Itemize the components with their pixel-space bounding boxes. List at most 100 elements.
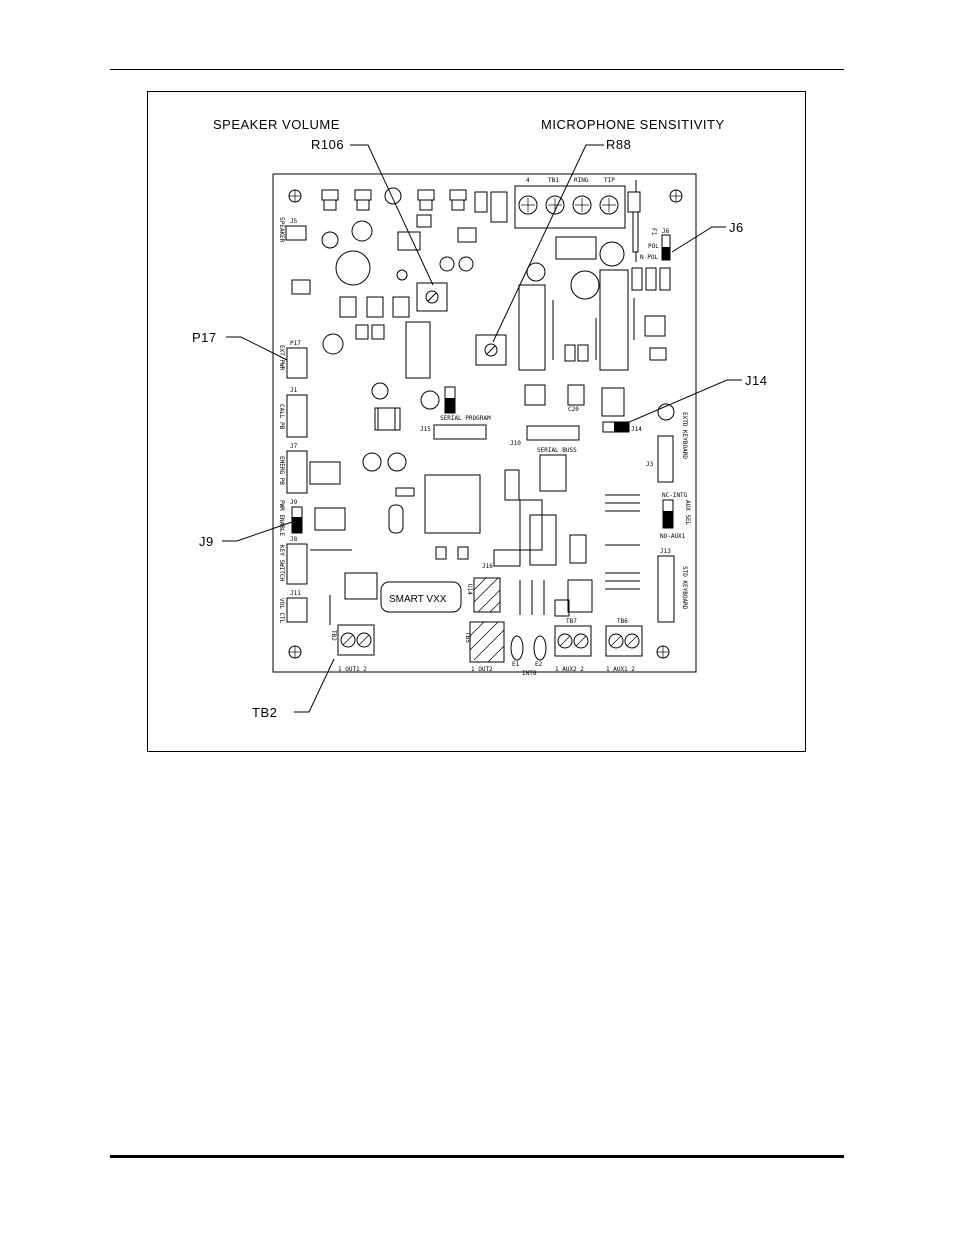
ic-near-j14 — [601, 387, 625, 417]
ext-pwr-label: EXT PWR — [278, 345, 285, 371]
f1-label: F1 — [650, 228, 657, 236]
smart-vxx-logo-box — [380, 581, 462, 613]
j8-label: J8 — [290, 536, 298, 543]
serial-buss-label: SERIAL BUSS — [537, 447, 577, 454]
tb1-pin-4-label: 4 — [526, 177, 530, 184]
aux1-label: 1 AUX1 2 — [606, 666, 635, 673]
connector-p17 — [286, 347, 308, 379]
aux-sel-label: AUX SEL — [684, 500, 691, 526]
header-rule — [110, 69, 844, 70]
hatched-tb5 — [469, 621, 505, 663]
connector-j11 — [286, 597, 308, 623]
e2-label: E2 — [535, 661, 543, 668]
no-aux1-label: NO-AUX1 — [660, 533, 686, 540]
p17-callout: P17 — [192, 330, 217, 345]
e1-label: E1 — [512, 661, 520, 668]
r106-callout: R106 — [311, 137, 344, 152]
vol-ctl-label: VOL CTL — [278, 598, 285, 624]
connector-j13 — [657, 555, 675, 623]
jumper-aux-sel — [662, 499, 674, 529]
top-regulators — [321, 187, 467, 211]
footer-rule — [110, 1155, 844, 1158]
integrated-circuits — [309, 407, 640, 625]
potentiometer-r106 — [416, 282, 448, 312]
std-keyboard-label: STD KEYBOARD — [681, 566, 688, 610]
j10-label: J10 — [510, 440, 521, 447]
tb6-label: TB6 — [617, 618, 628, 625]
aux2-label: 1 AUX2 2 — [555, 666, 584, 673]
u14-label: U14 — [466, 584, 473, 595]
j11-label: J11 — [290, 590, 301, 597]
connector-j10 — [526, 425, 580, 441]
c20-label: C20 — [568, 406, 579, 413]
tip-label: TIP — [604, 177, 615, 184]
jumper-j9 — [291, 506, 303, 534]
connector-j1 — [286, 394, 308, 438]
j14-callout: J14 — [745, 373, 767, 388]
key-switch-label: KEY SWITCH — [278, 545, 285, 582]
hatched-u14 — [473, 577, 501, 613]
j16-label: J16 — [482, 563, 493, 570]
j6-callout: J6 — [729, 220, 744, 235]
j13-label: J13 — [660, 548, 671, 555]
serial-program-jumper — [444, 386, 456, 414]
fuse-f1 — [627, 180, 641, 262]
j14-board-label: J14 — [631, 426, 642, 433]
j9-board-label: J9 — [290, 499, 298, 506]
j5-label: J5 — [290, 218, 298, 225]
connector-j16 — [493, 549, 521, 567]
terminal-block-tb6 — [605, 625, 643, 657]
j3-label: J3 — [646, 461, 654, 468]
figure-frame — [147, 91, 806, 752]
emerg-pb-label: EMERG PB — [278, 456, 285, 485]
pwr-enable-label: PWR ENABLE — [278, 500, 285, 537]
j9-callout: J9 — [199, 534, 214, 549]
j1-label: J1 — [290, 387, 298, 394]
jumpers-e1-e2 — [510, 635, 547, 661]
nc-intg-label: NC-INTG — [662, 492, 688, 499]
ic-near-c20 — [524, 384, 546, 406]
intg-label: INTG — [522, 670, 537, 677]
p17-board-label: P17 — [290, 340, 301, 347]
jumper-j6 — [661, 234, 671, 261]
j6-pol-label: POL — [648, 243, 659, 250]
connector-j7 — [286, 450, 308, 494]
j6-board-label: J6 — [662, 228, 670, 235]
mounting-holes — [288, 189, 683, 659]
ring-label: RING — [574, 177, 589, 184]
tb5-label: TB5 — [464, 632, 471, 643]
call-pb-label: CALL PB — [278, 404, 285, 430]
jumper-j14 — [602, 421, 630, 433]
connector-j5 — [285, 225, 307, 241]
tb1-label: TB1 — [548, 177, 559, 184]
line-interface-components — [518, 236, 671, 371]
extd-keyboard-label: EXTD KEYBOARD — [681, 412, 688, 459]
callout-leaders — [222, 144, 742, 713]
microphone-sensitivity-callout: MICROPHONE SENSITIVITY — [541, 117, 725, 132]
out2-label: 1 OUT2 — [471, 666, 493, 673]
component-near-j3 — [657, 403, 675, 421]
tb2-callout: TB2 — [252, 705, 277, 720]
tb7-label: TB7 — [566, 618, 577, 625]
r88-callout: R88 — [606, 137, 631, 152]
terminal-block-tb2 — [337, 624, 375, 656]
board-outline — [272, 173, 697, 673]
terminal-block-tb7 — [554, 625, 592, 657]
connector-j3 — [657, 435, 674, 483]
j15-label: J15 — [420, 426, 431, 433]
speaker-circuit-components — [291, 191, 508, 472]
potentiometer-r88 — [475, 334, 507, 366]
out1-label: 1 OUT1 2 — [338, 666, 367, 673]
serial-program-label: SERIAL PROGRAM — [440, 415, 491, 422]
j6-npol-label: N POL — [640, 254, 658, 261]
speaker-volume-callout: SPEAKER VOLUME — [213, 117, 340, 132]
smart-vxx-label: SMART VXX — [389, 594, 447, 605]
j7-label: J7 — [290, 443, 298, 450]
capacitor-c20 — [567, 384, 585, 406]
connector-j15 — [433, 424, 487, 440]
speaker-label: SPEAKER — [278, 217, 285, 243]
tb2-board-label: TB2 — [330, 630, 337, 641]
connector-j8 — [286, 543, 308, 585]
terminal-block-tb1 — [514, 185, 626, 229]
